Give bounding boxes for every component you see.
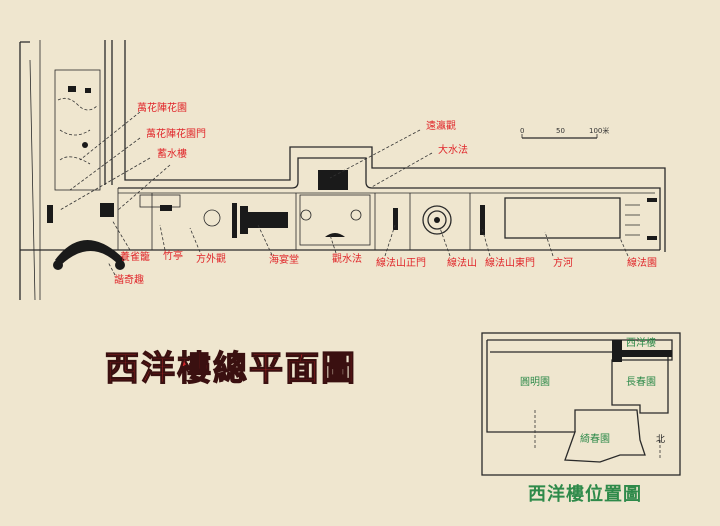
main-plan-title: 西洋樓總平面圖 xyxy=(105,349,357,389)
label-yangque-long: 養雀籠 xyxy=(120,250,150,263)
label-wanhuazhen-gate: 萬花陣花園門 xyxy=(146,127,206,140)
label-guanshui-fa: 觀水法 xyxy=(332,252,362,265)
label-xianfa-shan: 線法山 xyxy=(447,256,477,269)
label-fangwai-guan: 方外觀 xyxy=(196,252,226,265)
main-plan-drawing xyxy=(19,40,666,301)
north-indicator: 北 xyxy=(656,434,665,445)
label-zhu-ting: 竹亭 xyxy=(163,249,183,262)
label-qichunyuan: 綺春園 xyxy=(580,432,610,445)
main-plan-labels: 萬花陣花園 萬花陣花園門 蓄水樓 養雀籠 竹亭 方外觀 海宴堂 觀水法 諧奇趣 … xyxy=(114,101,657,286)
label-wanhuazhen-garden: 萬花陣花園 xyxy=(137,101,187,114)
label-haiyan-tang: 海宴堂 xyxy=(269,253,299,266)
label-changchunyuan: 長春園 xyxy=(626,376,656,388)
scale-tick: 50 xyxy=(556,127,565,135)
location-map-title: 西洋樓位置圖 xyxy=(528,483,642,505)
label-xianfa-yuan: 線法園 xyxy=(627,256,657,269)
label-yuanying-guan: 遠瀛觀 xyxy=(426,119,456,132)
label-xianfashan-east-gate: 線法山東門 xyxy=(485,256,535,269)
scale-bar: 0 50 100米 xyxy=(520,126,609,135)
label-fang-he: 方河 xyxy=(553,256,573,269)
label-yuanmingyuan: 圓明園 xyxy=(520,376,550,388)
scale-tick: 0 xyxy=(520,127,524,135)
label-xianfashan-main-gate: 線法山正門 xyxy=(376,256,426,269)
scale-tick: 100米 xyxy=(589,126,609,135)
label-da-shuifa: 大水法 xyxy=(438,143,468,156)
location-map: 西洋樓 圓明園 長春園 綺春園 北 xyxy=(481,332,681,476)
label-xushui-lou: 蓄水樓 xyxy=(157,147,187,160)
label-xieqi-qu: 諧奇趣 xyxy=(114,273,144,286)
label-xiyanglou: 西洋樓 xyxy=(626,336,656,349)
